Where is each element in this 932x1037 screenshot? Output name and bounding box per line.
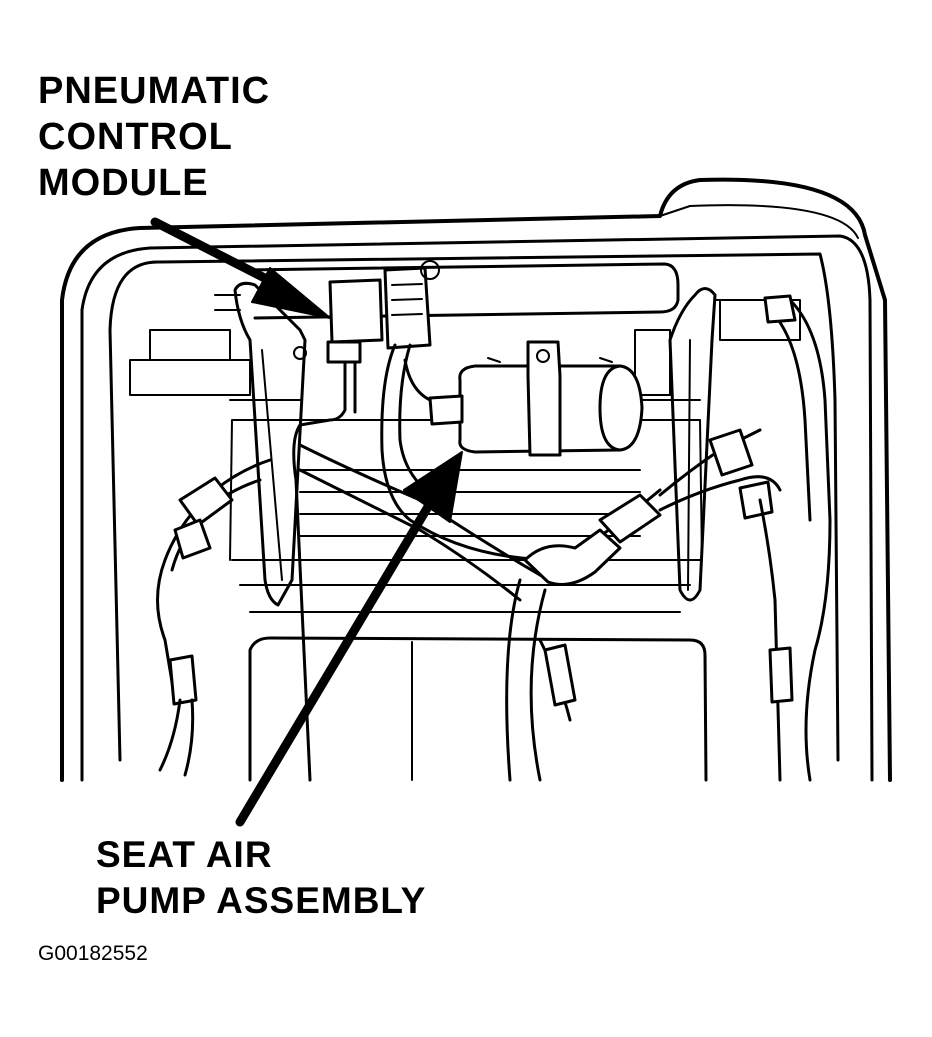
left-seat-track — [214, 281, 307, 607]
seat-pan — [108, 252, 840, 782]
callout-line: PNEUMATIC — [38, 70, 271, 112]
callout-line: SEAT AIR — [96, 834, 273, 875]
callout-line: MODULE — [38, 162, 209, 204]
callout-line: PUMP ASSEMBLY — [96, 880, 427, 921]
left-harness — [156, 458, 272, 777]
callout-pneumatic-control-module: PNEUMATIC CONTROL MODULE — [38, 68, 270, 206]
leader-arrow-pneumatic-control-module — [150, 217, 331, 319]
figure-id: G00182552 — [38, 942, 148, 965]
callout-seat-air-pump-assembly: SEAT AIR PUMP ASSEMBLY — [96, 832, 426, 924]
leader-arrow-seat-air-pump-assembly — [235, 451, 463, 827]
pneumatic-control-module — [326, 260, 440, 364]
wiring-harness — [292, 294, 832, 782]
callout-line: CONTROL — [38, 116, 233, 158]
seat-air-pump-assembly — [428, 340, 644, 457]
seat-frame-outer — [60, 177, 892, 782]
